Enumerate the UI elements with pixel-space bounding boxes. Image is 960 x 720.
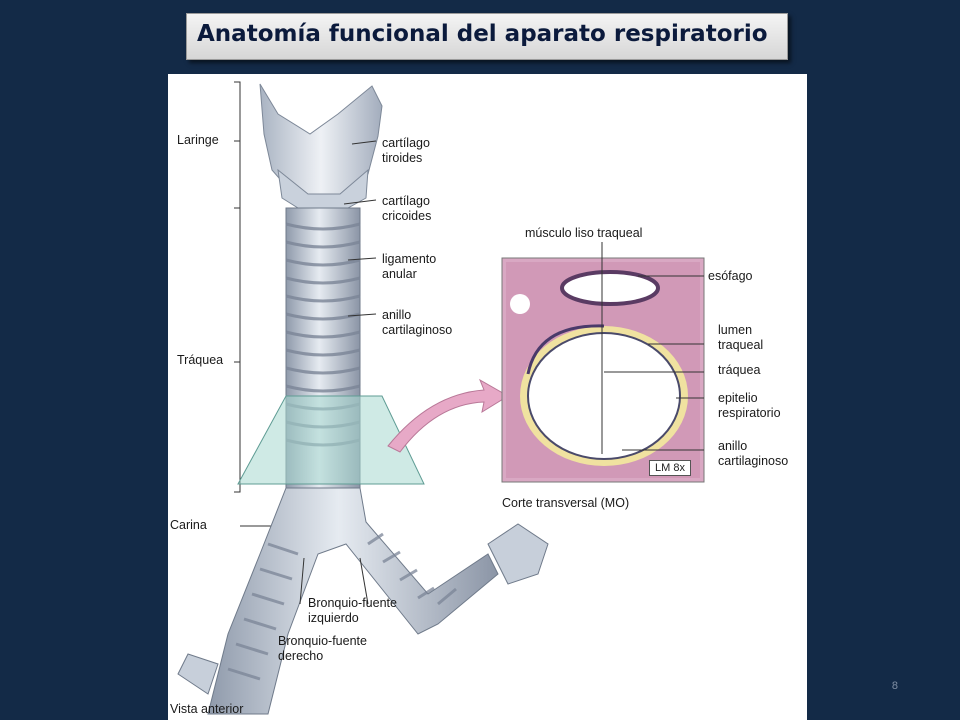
label-musculo-liso: músculo liso traqueal <box>525 226 643 240</box>
slide-number: 8 <box>891 680 898 692</box>
leader-lines <box>299 140 704 605</box>
label-esofago: esófago <box>708 269 753 283</box>
section-plane <box>237 395 425 485</box>
trachea-figure: Laringe Tráquea Carina Vista anterior ca… <box>168 74 807 720</box>
label-bronquio-izquierdo: Bronquio-fuente izquierdo <box>308 596 397 625</box>
label-bronquio-derecho: Bronquio-fuente derecho <box>278 634 367 663</box>
histology-inset <box>501 257 705 483</box>
label-anillo-cartilaginoso: anillo cartilaginoso <box>382 308 453 337</box>
region-brackets <box>234 81 276 527</box>
larynx-shape <box>259 83 383 209</box>
magnification-tag: LM 8x <box>649 460 691 476</box>
label-epitelio: epitelio respiratorio <box>718 391 781 420</box>
label-lumen-traqueal: lumen traqueal <box>718 323 764 352</box>
inset-caption: Corte transversal (MO) <box>502 496 630 510</box>
anatomy-illustration <box>177 81 705 715</box>
label-cartilago-cricoides: cartílago cricoides <box>382 194 432 223</box>
slide-title: Anatomía funcional del aparato respirato… <box>197 21 768 47</box>
label-vista-anterior: Vista anterior <box>170 702 244 716</box>
pointer-arrow <box>387 378 509 453</box>
slide-title-box: Anatomía funcional del aparato respirato… <box>186 13 788 60</box>
label-cartilago-tiroides: cartílago tiroides <box>382 136 430 165</box>
label-traquea: Tráquea <box>177 353 224 367</box>
label-ligamento-anular: ligamento anular <box>382 252 437 281</box>
bronchi <box>177 487 549 715</box>
label-carina: Carina <box>170 518 207 532</box>
label-traquea-inset: tráquea <box>718 363 761 377</box>
label-anillo-inset: anillo cartilaginoso <box>718 439 789 468</box>
label-laringe: Laringe <box>177 133 219 147</box>
